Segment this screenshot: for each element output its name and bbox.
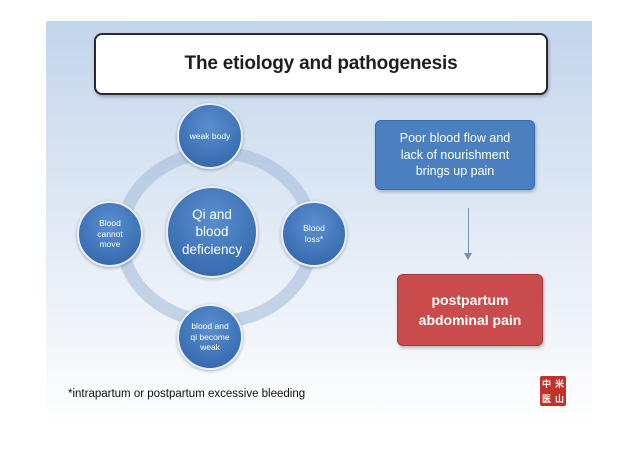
- node-blood-cannot-move-line-3: move: [99, 239, 121, 250]
- arrow-down-icon: [464, 253, 472, 260]
- logo-char-2: 米: [554, 380, 564, 390]
- cause-line-3: brings up pain: [415, 164, 495, 179]
- node-blood-cannot-move-line-1: Blood: [99, 218, 121, 229]
- cause-box: Poor blood flow and lack of nourishment …: [375, 120, 535, 190]
- node-blood-loss-line-1: Blood: [303, 223, 325, 234]
- title-box: The etiology and pathogenesis: [94, 33, 548, 95]
- node-qi-blood-deficiency: Qi and blood deficiency: [166, 186, 258, 278]
- node-blood-qi-weak-line-3: weak: [200, 342, 220, 353]
- center-line-2: blood: [195, 224, 229, 240]
- result-line-2: abdominal pain: [418, 312, 522, 328]
- slide: The etiology and pathogenesis weak body …: [46, 21, 592, 429]
- logo-char-1: 中: [541, 380, 551, 390]
- footnote: *intrapartum or postpartum excessive ble…: [68, 388, 306, 400]
- center-line-1: Qi and: [192, 206, 232, 222]
- logo-icon: 中 米 医 山: [540, 376, 566, 406]
- cause-line-1: Poor blood flow and: [399, 130, 511, 145]
- logo-char-4: 山: [554, 395, 564, 405]
- node-blood-cannot-move: Blood cannot move: [77, 201, 143, 267]
- node-blood-qi-weak: blood and qi become weak: [177, 304, 243, 370]
- node-weak-body-line: weak body: [189, 130, 231, 141]
- node-weak-body: weak body: [177, 103, 243, 169]
- arrow-down-line: [468, 208, 469, 258]
- node-blood-loss: Blood loss*: [281, 201, 347, 267]
- node-blood-cannot-move-line-2: cannot: [97, 228, 123, 239]
- result-line-1: postpartum: [431, 291, 509, 308]
- result-box: postpartum abdominal pain: [397, 274, 543, 346]
- slide-title: The etiology and pathogenesis: [184, 53, 458, 74]
- logo-char-3: 医: [541, 395, 551, 405]
- node-blood-qi-weak-line-1: blood and: [191, 321, 229, 332]
- node-blood-loss-line-2: loss*: [304, 234, 324, 244]
- center-line-3: deficiency: [181, 241, 243, 257]
- node-blood-qi-weak-line-2: qi become: [190, 331, 230, 342]
- cause-line-2: lack of nourishment: [400, 147, 510, 162]
